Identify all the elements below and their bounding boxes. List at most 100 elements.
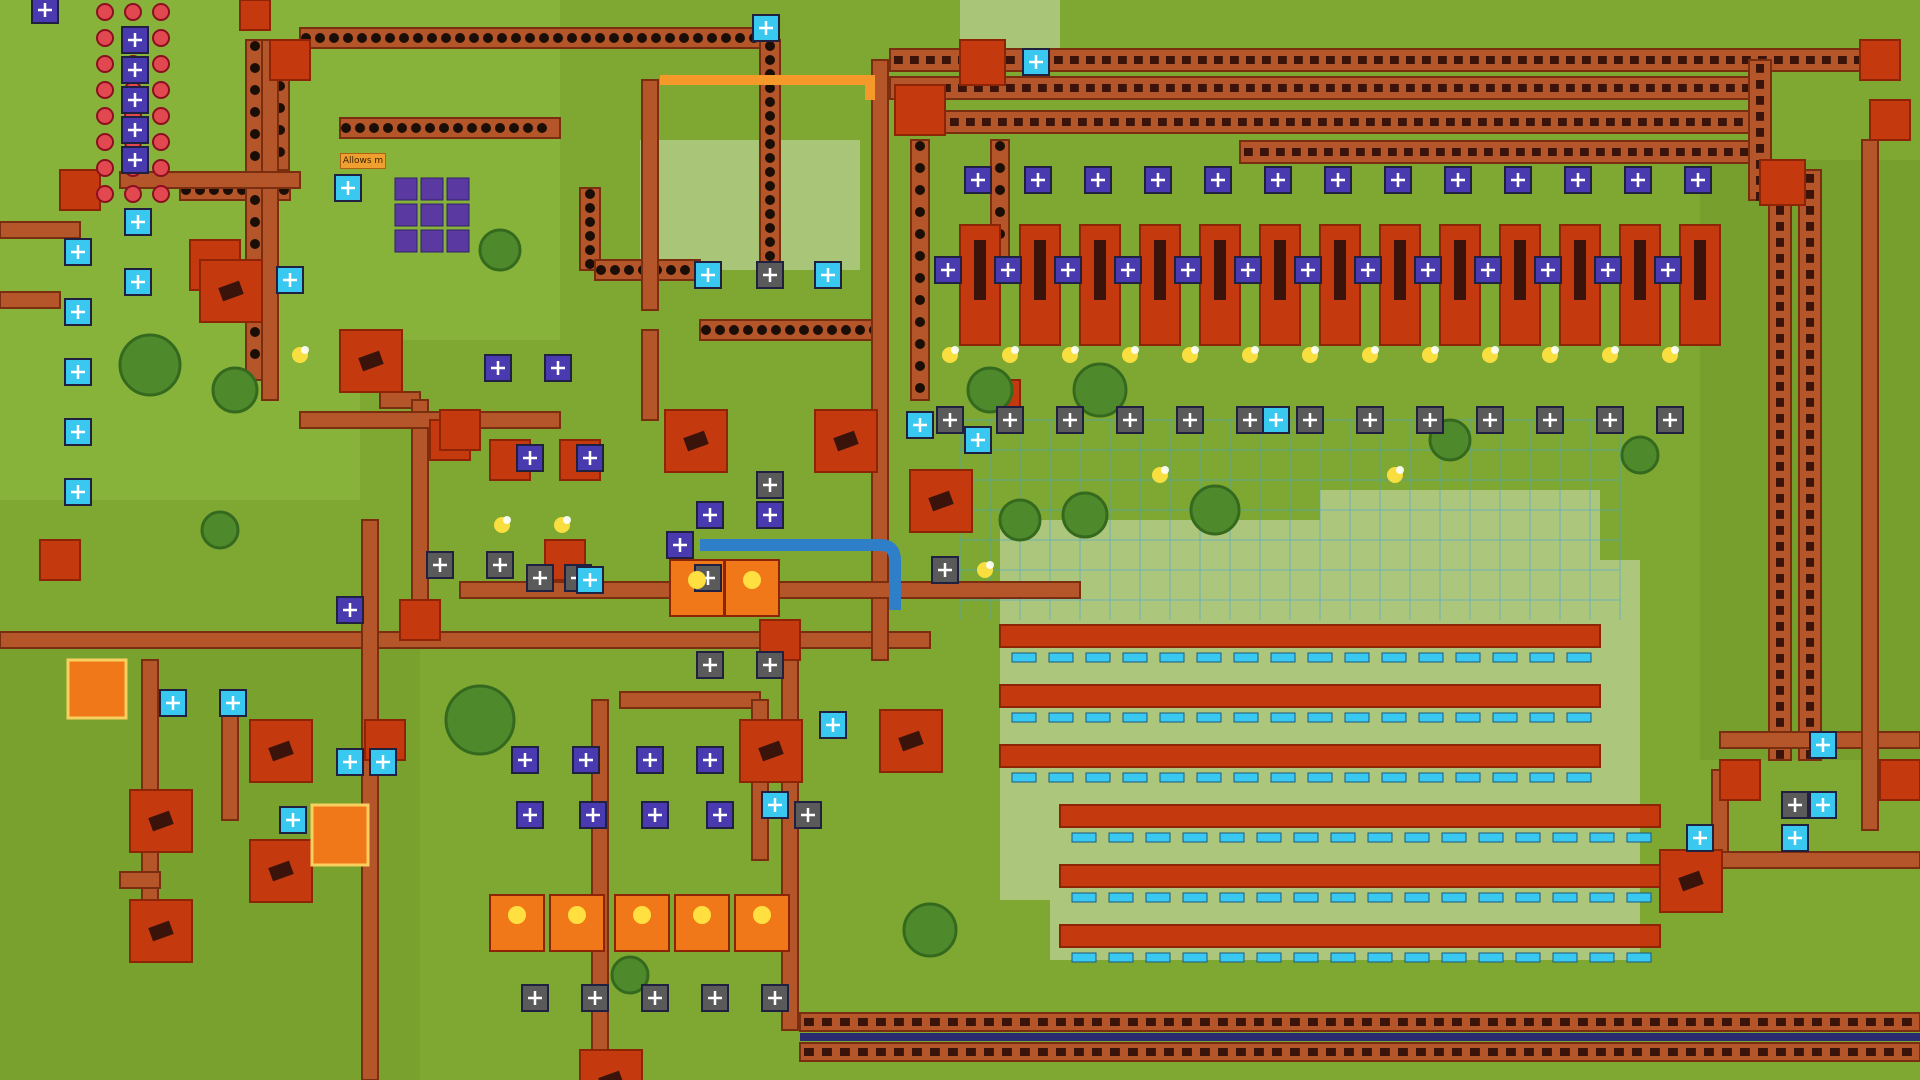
crosshair-icon — [484, 354, 512, 382]
flower-planter — [152, 81, 170, 99]
tree — [1620, 435, 1660, 475]
tower-slot — [1454, 240, 1466, 300]
crosshair-icon — [1534, 256, 1562, 284]
slat — [1650, 1018, 1660, 1026]
plus-icon — [936, 406, 964, 434]
plus-icon — [794, 801, 822, 829]
crosshair-icon — [121, 86, 149, 114]
splitter-mark — [1603, 413, 1617, 427]
crosshair-icon — [1684, 166, 1712, 194]
item — [610, 265, 620, 275]
slat — [1838, 56, 1847, 64]
slat — [1542, 118, 1551, 126]
splitter-mark — [523, 451, 537, 465]
storage-chest — [420, 229, 444, 253]
splitter-mark — [343, 603, 357, 617]
farm-roof — [999, 744, 1601, 768]
splitter-mark — [283, 273, 297, 287]
slat — [1756, 112, 1764, 121]
slat — [1822, 56, 1831, 64]
splitter-mark — [1361, 263, 1375, 277]
splitter-mark — [1483, 413, 1497, 427]
slat — [1756, 64, 1764, 73]
slat — [1580, 148, 1589, 156]
splitter-mark — [128, 63, 142, 77]
slat — [1128, 1018, 1138, 1026]
slat — [1516, 148, 1525, 156]
storage-panel — [310, 803, 370, 867]
crosshair-icon — [1174, 256, 1202, 284]
slat — [1776, 350, 1784, 359]
splitter-mark — [1151, 173, 1165, 187]
splitter-mark — [1541, 263, 1555, 277]
item — [250, 217, 260, 227]
slat — [1722, 1018, 1732, 1026]
slat — [1118, 56, 1127, 64]
crosshair-icon — [1262, 406, 1290, 434]
tower-slot — [1634, 240, 1646, 300]
splitter-mark — [71, 365, 85, 379]
splitter-mark — [1061, 263, 1075, 277]
slat — [1488, 1018, 1498, 1026]
slat — [1806, 302, 1814, 311]
farm-roof — [1059, 864, 1661, 888]
item — [596, 265, 606, 275]
slat — [1470, 84, 1479, 92]
slat — [1134, 56, 1143, 64]
belt-items — [585, 189, 595, 269]
farm-plot — [1307, 652, 1333, 663]
item — [341, 123, 351, 133]
splitter-mark — [71, 305, 85, 319]
crosshair-icon — [64, 418, 92, 446]
slat — [1222, 118, 1231, 126]
slat — [822, 1018, 832, 1026]
crosshair-icon — [964, 166, 992, 194]
machine-icon — [683, 430, 709, 452]
farm-plot — [1307, 772, 1333, 783]
storage-chest — [394, 229, 418, 253]
item — [771, 325, 781, 335]
splitter-mark — [1391, 173, 1405, 187]
slat — [930, 1048, 940, 1056]
slat — [876, 1048, 886, 1056]
farm-plot — [1270, 712, 1296, 723]
item — [915, 383, 925, 393]
splitter-mark — [763, 268, 777, 282]
slat — [1074, 1048, 1084, 1056]
slat — [1694, 56, 1703, 64]
slat — [1776, 286, 1784, 295]
crosshair-icon — [906, 411, 934, 439]
splitter-tile — [426, 551, 454, 579]
slat — [1388, 148, 1397, 156]
flower-planter — [124, 185, 142, 203]
crosshair-icon — [159, 689, 187, 717]
item — [469, 33, 479, 43]
slat — [1118, 84, 1127, 92]
item — [511, 33, 521, 43]
slat — [1702, 118, 1711, 126]
slat — [1278, 56, 1287, 64]
slat — [1380, 1018, 1390, 1026]
splitter-tile — [579, 801, 607, 829]
farm-rows — [999, 624, 1661, 963]
splitter-mark — [1243, 413, 1257, 427]
effects — [292, 346, 1679, 924]
splitter-mark — [1091, 173, 1105, 187]
tree — [1189, 484, 1241, 536]
tree — [118, 333, 182, 397]
slat — [1758, 1048, 1768, 1056]
slat — [1806, 56, 1815, 64]
item — [813, 325, 823, 335]
spark — [301, 346, 309, 354]
item — [250, 129, 260, 139]
slat — [1630, 56, 1639, 64]
plus-icon — [641, 984, 669, 1012]
belt-surface — [889, 76, 1761, 100]
flower-planter — [152, 185, 170, 203]
slat — [1126, 118, 1135, 126]
slat — [1710, 56, 1719, 64]
belt-surface — [871, 59, 889, 661]
splitter-mark — [1271, 173, 1285, 187]
